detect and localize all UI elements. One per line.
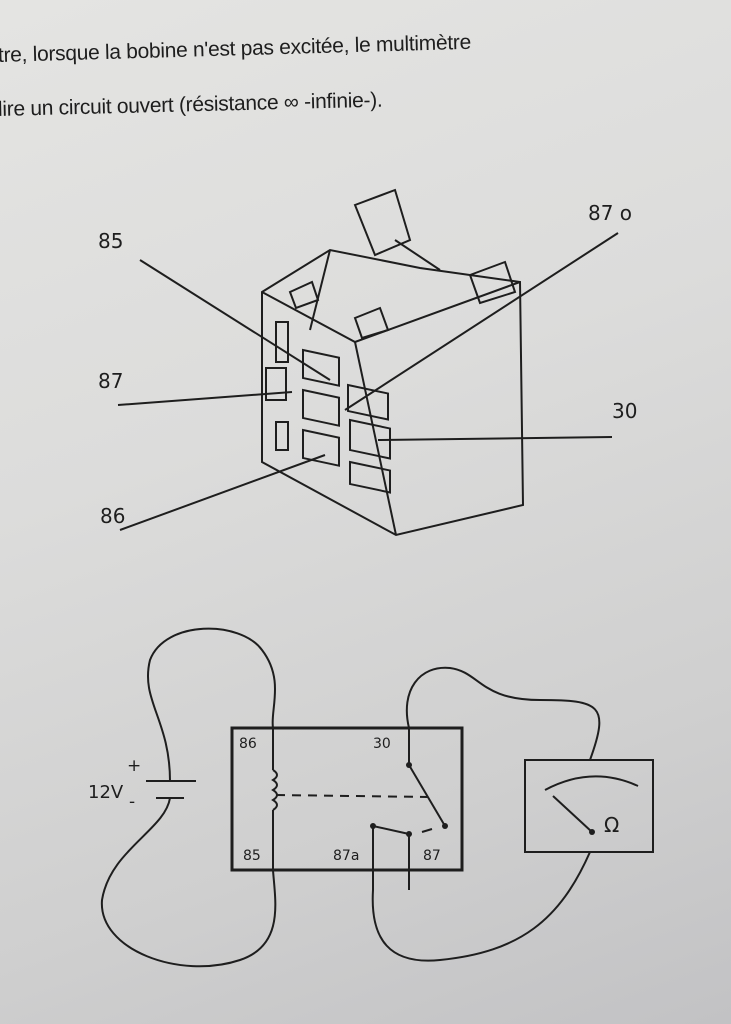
pin-87-label: 87 — [423, 848, 441, 864]
label-pin-85: 85 — [98, 229, 123, 253]
relay-box — [230, 726, 464, 872]
relay-drawing: 85 87 o 87 30 86 — [98, 188, 637, 537]
battery-icon: + - 12V — [88, 627, 277, 968]
circuit-diagram: + - 12V Ω 86 30 85 87a 87 — [88, 627, 654, 968]
multimeter — [524, 759, 654, 853]
meter-ohm-symbol: Ω — [604, 813, 619, 837]
label-pin-86: 86 — [100, 504, 125, 528]
switch-contact — [408, 764, 446, 827]
coil-icon — [271, 769, 278, 811]
pin-87a-label: 87a — [333, 848, 359, 864]
pin-30-label: 30 — [373, 736, 391, 752]
battery-voltage: 12V — [88, 782, 124, 803]
label-pin-30: 30 — [612, 399, 637, 423]
pin-86-label: 86 — [239, 736, 257, 752]
pin-85-label: 85 — [243, 848, 261, 864]
battery-minus: - — [129, 792, 135, 812]
label-pin-87: 87 — [98, 369, 123, 393]
meter-scale-icon — [544, 775, 639, 791]
battery-plus: + — [127, 756, 141, 776]
label-pin-87o: 87 o — [588, 201, 632, 225]
